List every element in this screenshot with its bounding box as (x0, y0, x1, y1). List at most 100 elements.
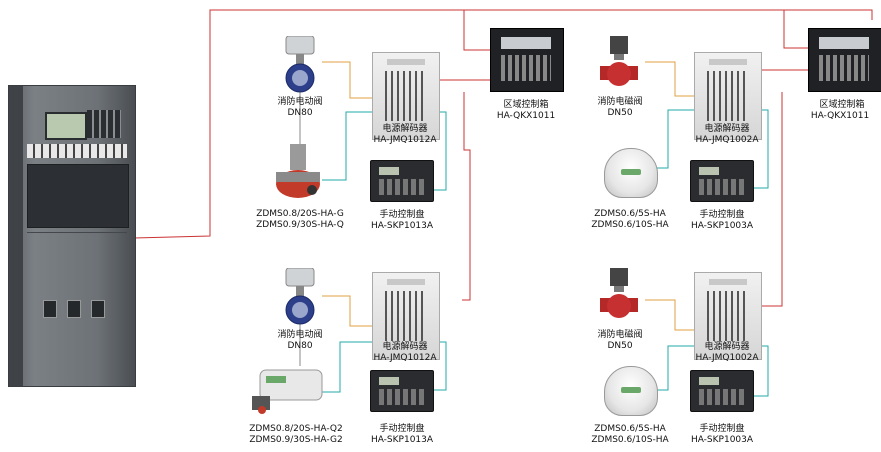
manual-panel-screen (699, 167, 719, 175)
g2-extinguisher-unit (252, 369, 323, 414)
g4-manual-label: 手动控制盘 (699, 424, 745, 434)
manual-panel-screen (699, 377, 719, 385)
g3-unit-model-1: ZDMS0.6/5S-HA (594, 209, 666, 219)
manual-panel-keypad (699, 179, 745, 195)
cabinet-switch-1 (43, 300, 57, 318)
g3-manual-panel (690, 160, 754, 202)
g1-decoder-label: 电源解码器 (382, 124, 428, 134)
g4-valve-size: DN50 (607, 341, 633, 351)
g2-valve-label: 消防电动阀 (277, 330, 323, 340)
g4-decoder (694, 272, 762, 360)
zone-control-box-2 (808, 28, 881, 92)
bus-wire-g4 (656, 345, 694, 391)
cabinet-display-panel (27, 164, 129, 228)
g3-decoder (694, 52, 762, 140)
bus-wire-g1-manual (432, 111, 447, 191)
signal-wire-zone2 (783, 10, 808, 49)
cabinet-keypad (87, 110, 121, 138)
valve-wire-g3 (645, 61, 694, 97)
g4-valve-label: 消防电磁阀 (597, 330, 643, 340)
g3-extinguisher-drum (604, 148, 658, 198)
g3-decoder-label: 电源解码器 (704, 124, 750, 134)
g4-extinguisher-drum (604, 366, 658, 416)
bus-wire-g3-manual (752, 109, 769, 189)
signal-wire-zone1 (463, 10, 490, 51)
g2-decoder-label: 电源解码器 (382, 342, 428, 352)
signal-wire-zone2-down (760, 92, 783, 307)
decoder-nameplate (709, 279, 747, 285)
cabinet-lower-door (27, 232, 127, 381)
manual-panel-keypad (379, 389, 425, 405)
g4-manual-panel (690, 370, 754, 412)
g2-unit-model-2: ZDMS0.9/30S-HA-G2 (249, 435, 343, 445)
cabinet-indicator-strip (27, 144, 127, 158)
g1-unit-model-2: ZDMS0.9/30S-HA-Q (256, 220, 344, 230)
g4-unit-model-1: ZDMS0.6/5S-HA (594, 424, 666, 434)
g1-decoder-model: HA-JMQ1012A (373, 135, 437, 145)
decoder-nameplate (387, 279, 425, 285)
g2-decoder (372, 272, 440, 360)
g1-manual-model: HA-SKP1013A (370, 221, 434, 231)
manual-panel-keypad (379, 179, 425, 195)
solenoid-valve-icon (600, 36, 638, 86)
decoder-nameplate (709, 59, 747, 65)
g3-decoder-model: HA-JMQ1002A (695, 135, 759, 145)
solenoid-valve-icon (600, 268, 638, 318)
g2-decoder-model: HA-JMQ1012A (373, 353, 437, 363)
zone-box-2-label: 区域控制箱 (819, 100, 865, 110)
cabinet-side-panel (9, 86, 23, 386)
zone-control-box-1 (490, 28, 564, 92)
cabinet-switch-2 (67, 300, 81, 318)
g4-decoder-label: 电源解码器 (704, 342, 750, 352)
zone-box-2-model: HA-QKX1011 (810, 111, 870, 121)
g3-valve-size: DN50 (607, 108, 633, 118)
bus-wire-g2-manual (432, 341, 447, 391)
drum-logo (621, 387, 641, 393)
decoder-vent (707, 291, 749, 341)
g1-extinguisher-unit (276, 144, 320, 198)
zone-box-1-model: HA-QKX1011 (496, 111, 556, 121)
main-control-cabinet (8, 85, 136, 387)
g2-unit-model-1: ZDMS0.8/20S-HA-Q2 (249, 424, 343, 434)
g1-decoder (372, 52, 440, 140)
zone-box-keypad (819, 55, 869, 81)
g4-unit-model-2: ZDMS0.6/10S-HA (591, 435, 669, 445)
g1-valve-label: 消防电动阀 (277, 97, 323, 107)
bus-wire-g1 (322, 111, 372, 181)
decoder-nameplate (387, 59, 425, 65)
g3-manual-label: 手动控制盘 (699, 210, 745, 220)
g2-manual-model: HA-SKP1013A (370, 435, 434, 445)
zone-box-screen (501, 37, 551, 49)
g3-manual-model: HA-SKP1003A (690, 221, 754, 231)
butterfly-valve-icon (285, 268, 315, 325)
decoder-vent (385, 291, 427, 341)
valve-wire-g4 (645, 299, 694, 331)
cabinet-switch-3 (91, 300, 105, 318)
g1-manual-panel (370, 160, 434, 202)
g4-manual-model: HA-SKP1003A (690, 435, 754, 445)
g1-valve-size: DN80 (287, 108, 313, 118)
g4-decoder-model: HA-JMQ1002A (695, 353, 759, 363)
manual-panel-screen (379, 377, 399, 385)
g1-unit-model-1: ZDMS0.8/20S-HA-G (256, 209, 344, 219)
zone-box-1-label: 区域控制箱 (503, 100, 549, 110)
drum-logo (621, 169, 641, 175)
g1-manual-label: 手动控制盘 (379, 210, 425, 220)
butterfly-valve-icon (285, 36, 315, 93)
g2-valve-size: DN80 (287, 341, 313, 351)
decoder-vent (385, 71, 427, 121)
g3-unit-model-2: ZDMS0.6/10S-HA (591, 220, 669, 230)
zone-box-screen (819, 37, 869, 49)
manual-panel-screen (379, 167, 399, 175)
manual-panel-keypad (699, 389, 745, 405)
decoder-vent (707, 71, 749, 121)
cabinet-lcd-screen (45, 112, 87, 140)
g2-manual-label: 手动控制盘 (379, 424, 425, 434)
valve-wire-g2 (322, 295, 372, 327)
zone-box-keypad (501, 55, 551, 81)
signal-wire-main (133, 9, 873, 239)
bus-wire-g4-manual (752, 345, 769, 397)
signal-wire-zone1-down (462, 92, 471, 301)
g2-manual-panel (370, 370, 434, 412)
g3-valve-label: 消防电磁阀 (597, 97, 643, 107)
